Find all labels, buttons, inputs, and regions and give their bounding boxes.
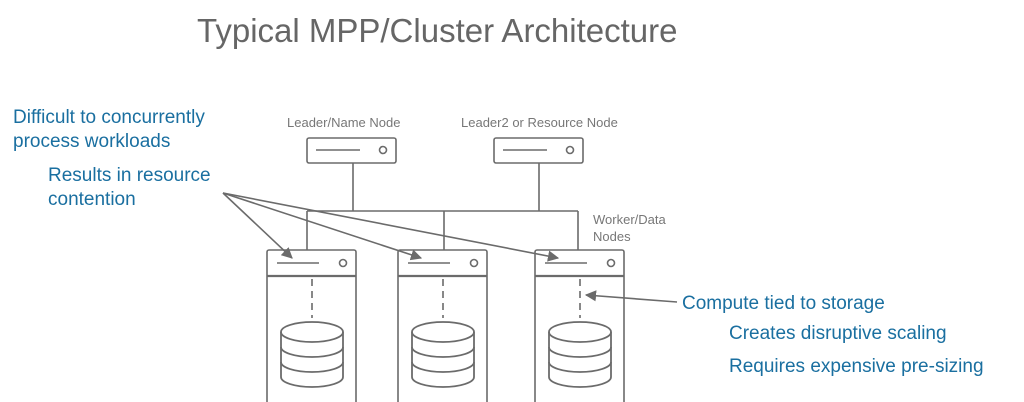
worker-node-1-icon <box>266 249 357 402</box>
label-leader-node: Leader/Name Node <box>287 115 401 130</box>
callout-compute-tied: Compute tied to storage <box>682 293 885 314</box>
network-bus <box>306 163 579 250</box>
callout-concurrency-line2: process workloads <box>13 131 171 152</box>
page-title: Typical MPP/Cluster Architecture <box>197 12 678 49</box>
database-icon-2 <box>411 321 475 388</box>
label-worker-nodes-line2: Nodes <box>593 229 631 244</box>
worker-node-2-icon <box>397 249 488 402</box>
callout-concurrency-line1: Difficult to concurrently <box>13 107 205 128</box>
arrow-to-worker-1 <box>222 192 293 259</box>
label-leader2-node: Leader2 or Resource Node <box>461 115 618 130</box>
leader2-node-server-icon <box>493 137 584 164</box>
callout-presizing: Requires expensive pre-sizing <box>729 356 984 377</box>
arrow-to-compute-storage-link <box>584 290 678 303</box>
callout-contention-line1: Results in resource <box>48 165 211 186</box>
arrow-to-worker-2 <box>222 192 423 261</box>
label-worker-nodes-line1: Worker/Data <box>593 212 666 227</box>
leader-node-server-icon <box>306 137 397 164</box>
database-icon-1 <box>280 321 344 388</box>
callout-contention-line2: contention <box>48 189 136 210</box>
callout-disruptive-scaling: Creates disruptive scaling <box>729 323 947 344</box>
database-icon-3 <box>548 321 612 388</box>
arrow-to-worker-3 <box>222 192 560 262</box>
worker-node-3-icon <box>534 249 625 402</box>
